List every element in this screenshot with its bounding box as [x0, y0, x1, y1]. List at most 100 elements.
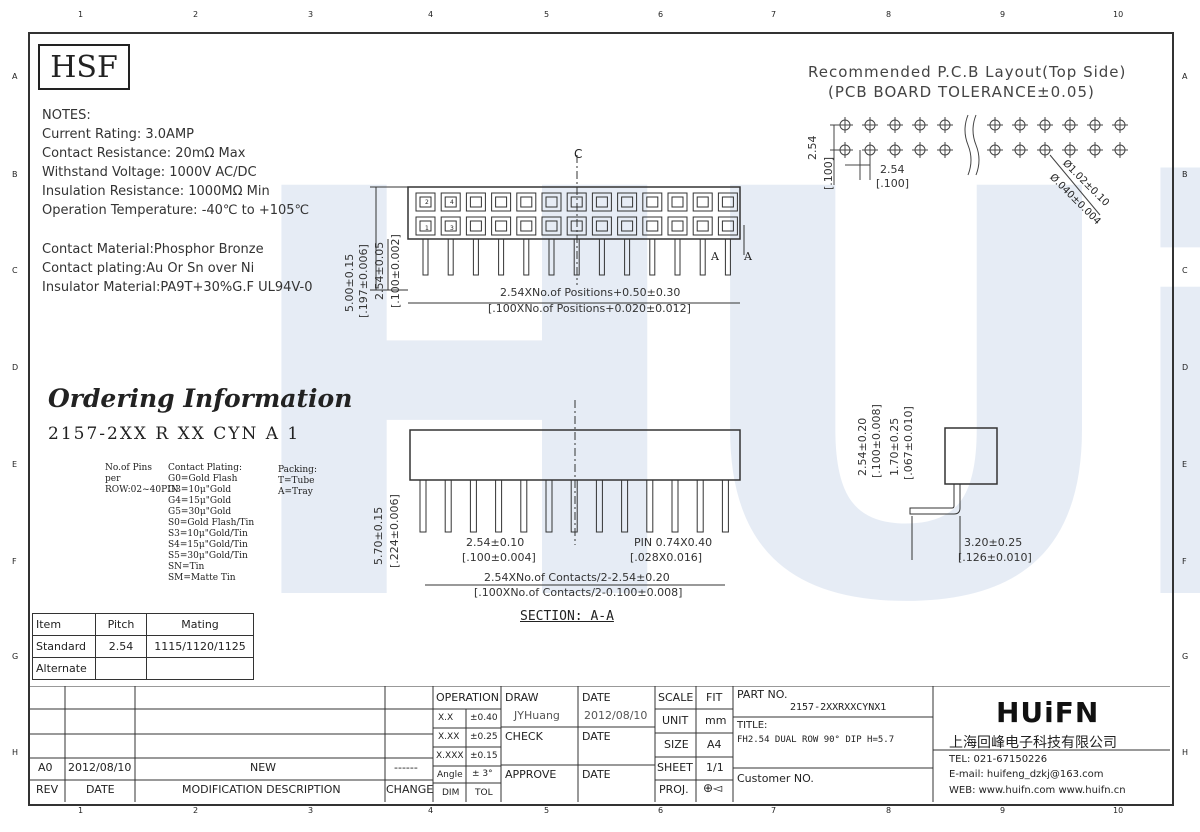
- contact-pin: [545, 479, 553, 533]
- front-pin-4: 4: [450, 199, 454, 206]
- contact-opening: [520, 220, 533, 232]
- front-pin-3: 3: [450, 225, 454, 232]
- section-view-drawing: [409, 400, 741, 586]
- side-width-dim-inch: [.126±0.010]: [958, 551, 1032, 564]
- tol-value: ±0.15: [470, 751, 498, 761]
- rev-change-header: CHANGE: [386, 783, 434, 796]
- side-width-dim: 3.20±0.25: [964, 536, 1023, 549]
- plating-option: S5=30μ"Gold/Tin: [168, 551, 248, 561]
- hsf-logo-box: HSF: [38, 44, 130, 90]
- plating-option: SM=Matte Tin: [168, 573, 236, 583]
- tol-value: ±0.25: [470, 732, 498, 742]
- mating-cell: [146, 657, 254, 680]
- contact-opening: [646, 196, 659, 208]
- tol-value: ±0.40: [470, 713, 498, 723]
- mating-table: Item Pitch Mating Standard 2.54 1115/112…: [32, 613, 254, 680]
- contact-opening: [495, 196, 508, 208]
- material-line: Contact plating:Au Or Sn over Ni: [42, 261, 255, 276]
- grid-row-label: C: [1182, 266, 1188, 275]
- contact-pin: [621, 479, 629, 533]
- note-line: Contact Resistance: 20mΩ Max: [42, 146, 246, 161]
- approve-date-label: DATE: [582, 768, 611, 781]
- contact-opening: [721, 196, 734, 208]
- ordering-pins-label: No.of Pins per ROW:02~40PIN: [105, 463, 179, 495]
- grid-row-label: B: [1182, 170, 1188, 179]
- size-label: SIZE: [664, 738, 689, 751]
- section-marker-a: A: [711, 250, 719, 263]
- grid-row-label: B: [12, 170, 18, 179]
- contact-cavity: [667, 192, 688, 212]
- grid-column-label: 10: [1113, 806, 1124, 815]
- contact-pin: [598, 238, 605, 276]
- contact-cavity: [465, 216, 486, 236]
- rev-date-value: 2012/08/10: [68, 761, 132, 774]
- contact-cavity: [516, 192, 537, 212]
- contact-pin: [447, 238, 454, 276]
- mating-header-item: Item: [32, 613, 96, 636]
- grid-column-label: 1: [78, 806, 84, 815]
- contact-pin: [444, 479, 452, 533]
- contact-pin: [472, 238, 479, 276]
- contact-opening: [621, 196, 634, 208]
- contact-pin: [671, 479, 679, 533]
- contact-cavity: [541, 192, 562, 212]
- grid-column-label: 10: [1113, 10, 1124, 19]
- plating-option: G4=15μ"Gold: [168, 496, 232, 506]
- contact-opening: [595, 196, 608, 208]
- grid-row-label: F: [12, 557, 17, 566]
- contact-cavity: [692, 216, 713, 236]
- contact-cavity: [642, 216, 663, 236]
- grid-column-label: 9: [1000, 10, 1006, 19]
- contact-pin: [498, 238, 505, 276]
- notes-block: NOTES: Current Rating: 3.0AMP Contact Re…: [42, 106, 309, 220]
- plating-option: S4=15μ"Gold/Tin: [168, 540, 248, 550]
- contact-pin: [624, 238, 631, 276]
- rev-header: REV: [36, 783, 59, 796]
- contact-opening: [671, 196, 684, 208]
- contact-opening: [419, 220, 432, 232]
- contact-pin: [721, 479, 729, 533]
- company-name: 上海回峰电子科技有限公司: [949, 735, 1117, 751]
- contact-opening: [469, 220, 482, 232]
- grid-column-label: 7: [771, 10, 777, 19]
- contact-opening: [595, 220, 608, 232]
- grid-row-label: G: [1182, 652, 1189, 661]
- section-pin-dim-inch: [.028X0.016]: [630, 551, 703, 564]
- side-height-dim: 2.54±0.20: [856, 417, 869, 476]
- front-pin-2: 2: [425, 199, 429, 206]
- grid-column-label: 8: [886, 10, 892, 19]
- tol-value: ± 3°: [472, 769, 493, 779]
- contact-opening: [444, 220, 457, 232]
- front-pin-height-dim: 2.54±0.05: [373, 241, 386, 300]
- notes-heading: NOTES:: [42, 108, 91, 123]
- note-line: Withstand Voltage: 1000V AC/DC: [42, 165, 257, 180]
- company-web: WEB: www.huifn.com www.huifn.cn: [949, 785, 1126, 796]
- size-value: A4: [707, 738, 722, 751]
- contact-cavity: [440, 216, 461, 236]
- contact-pin: [469, 479, 477, 533]
- grid-row-label: A: [12, 72, 18, 81]
- contact-pin: [724, 238, 731, 276]
- contact-cavity: [516, 216, 537, 236]
- section-pitch-dim: 2.54±0.10: [466, 536, 525, 549]
- grid-row-label: F: [1182, 557, 1187, 566]
- materials-block: Contact Material:Phosphor Bronze Contact…: [42, 240, 313, 297]
- pcb-horizontal-pitch-inch: [.100]: [876, 177, 910, 190]
- contact-cavity: [415, 216, 436, 236]
- contact-pin: [699, 238, 706, 276]
- contact-opening: [469, 196, 482, 208]
- grid-column-label: 7: [771, 806, 777, 815]
- grid-column-label: 9: [1000, 806, 1006, 815]
- mating-cell: Alternate: [32, 657, 96, 680]
- tol-label: X.XX: [438, 732, 460, 742]
- contact-cavity: [667, 216, 688, 236]
- contact-cavity: [617, 192, 638, 212]
- ordering-packing: Packing: T=Tube A=Tray: [278, 465, 317, 498]
- contact-pin: [419, 479, 427, 533]
- pcb-title: Recommended P.C.B Layout(Top Side): [808, 63, 1127, 81]
- front-height-dim-inch: [.197±0.006]: [357, 244, 370, 318]
- contact-cavity: [465, 192, 486, 212]
- rev-date-header: DATE: [86, 783, 115, 796]
- tol-label: X.X: [438, 713, 454, 723]
- company-tel: TEL: 021-67150226: [949, 754, 1048, 765]
